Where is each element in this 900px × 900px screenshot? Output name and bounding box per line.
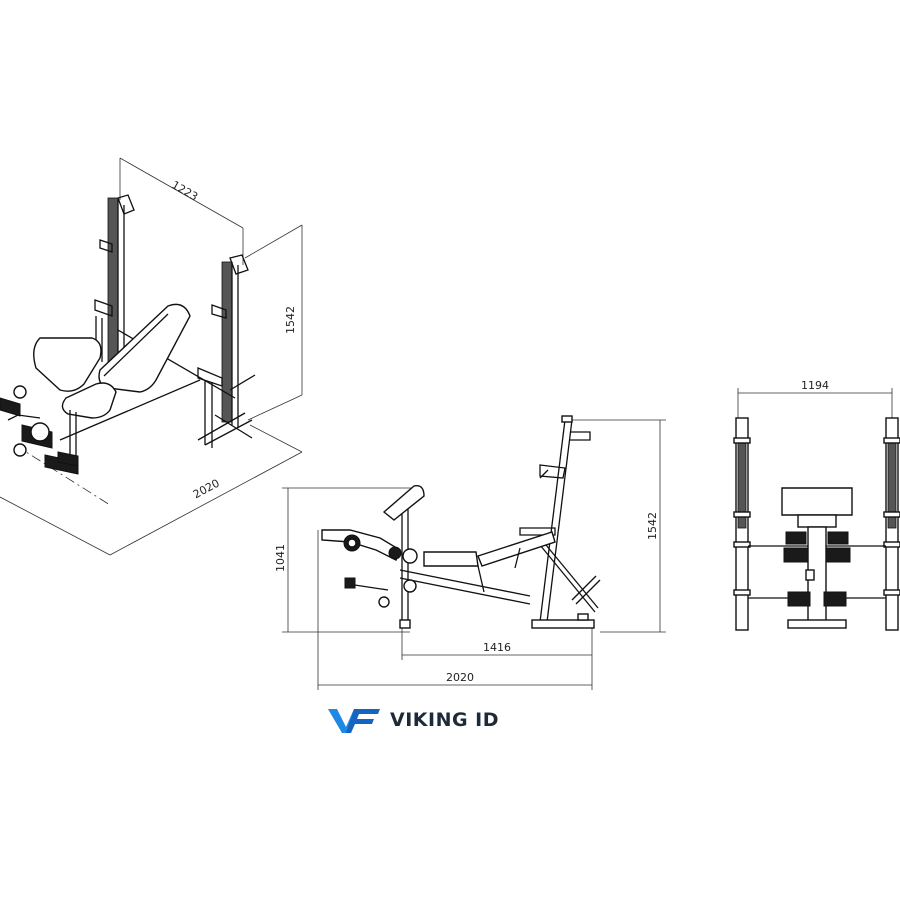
dim-iso-depth: 1223 <box>169 178 200 203</box>
dim-line-front-width: 1194 <box>737 379 893 420</box>
front-backrest <box>781 487 853 528</box>
side-leg-arm <box>321 529 402 608</box>
isometric-view: 1223 1542 2020 <box>0 157 303 556</box>
dim-line-side-length: 2020 <box>317 530 593 690</box>
front-lower-rollers <box>787 591 847 629</box>
front-upright-right <box>883 417 900 631</box>
iso-upright-right <box>197 254 249 448</box>
dim-line-iso-depth: 1223 <box>119 157 244 265</box>
side-front-post <box>382 485 425 629</box>
iso-leg-rollers <box>0 385 79 475</box>
side-main-rail <box>399 565 531 605</box>
vf-logo-icon <box>328 709 380 733</box>
iso-preacher-pad <box>33 337 102 392</box>
dim-line-iso-height: 1542 <box>244 224 303 421</box>
side-seat <box>423 551 479 567</box>
brand-name: VIKING ID <box>390 709 500 731</box>
front-seat-post <box>783 526 851 628</box>
dim-line-side-height: 1542 <box>568 419 666 633</box>
side-view: 1542 1041 1416 2020 <box>274 415 666 690</box>
dim-front-width: 1194 <box>801 379 829 392</box>
side-upright <box>519 415 601 629</box>
front-view: 1194 <box>733 379 900 631</box>
iso-seat <box>61 382 117 419</box>
dim-side-length: 2020 <box>446 671 474 684</box>
brand-logo: VIKING ID <box>328 703 499 737</box>
dim-line-side-partial: 1416 <box>401 625 593 660</box>
front-upright-left <box>733 417 751 631</box>
dim-line-side-seat-height: 1041 <box>274 487 420 633</box>
dim-side-height: 1542 <box>646 512 659 540</box>
dim-iso-height: 1542 <box>284 306 297 334</box>
dim-side-seat-height: 1041 <box>274 544 287 572</box>
side-backrest <box>477 531 556 569</box>
dim-side-partial: 1416 <box>483 641 511 654</box>
